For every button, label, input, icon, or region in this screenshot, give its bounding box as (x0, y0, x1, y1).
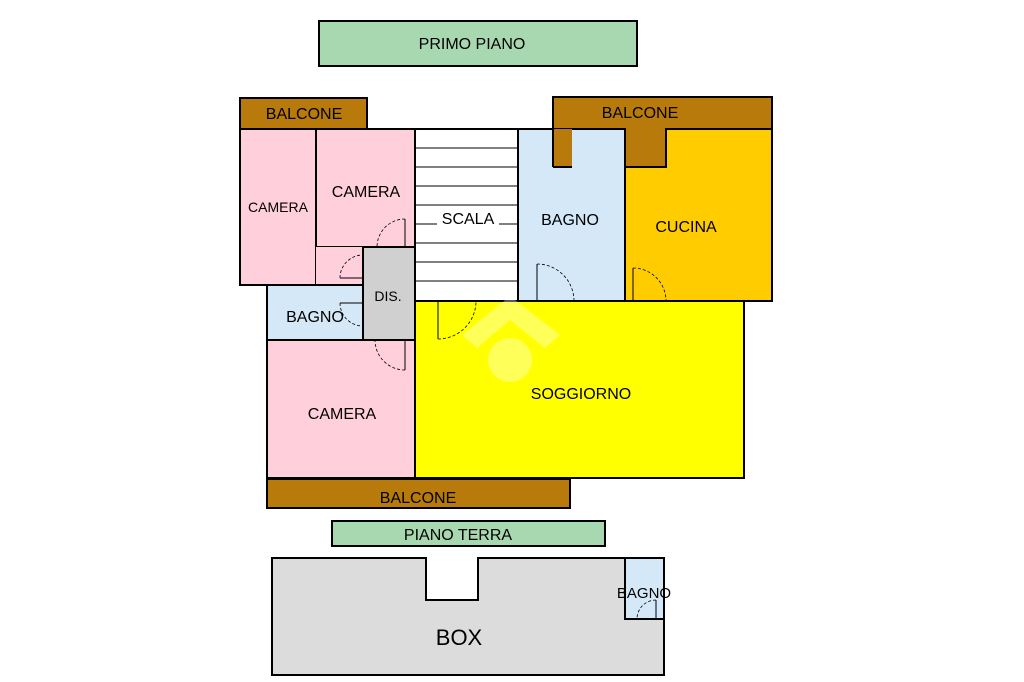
scala (414, 128, 519, 302)
camera-top (315, 128, 416, 248)
camera-left-extension (316, 247, 363, 285)
cucina-label: CUCINA (655, 219, 717, 236)
doors (339, 218, 667, 371)
box-label: BOX (436, 625, 483, 650)
camera-bottom (266, 339, 416, 479)
balcone-top-right-label: BALCONE (602, 105, 678, 122)
bagno-small-label: BAGNO (286, 309, 344, 326)
upper-floor-title: PRIMO PIANO (419, 36, 526, 53)
ground-floor-title: PIANO TERRA (404, 527, 513, 544)
watermark-logo (462, 296, 560, 382)
box (271, 557, 665, 676)
bagno-upper-label: BAGNO (541, 212, 599, 229)
ground-floor-title-bar (331, 520, 606, 547)
upper-floor-title-bar (318, 20, 638, 67)
disimpegno-label: DIS. (374, 288, 401, 304)
bagno-box (624, 557, 665, 620)
bagno-upper-notch (553, 129, 572, 167)
soggiorno-label: SOGGIORNO (531, 386, 631, 403)
camera-left-label: CAMERA (248, 199, 309, 215)
balcone-bottom (266, 478, 571, 509)
bagno-box-label: BAGNO (617, 585, 671, 602)
balcone-top-left-label: BALCONE (266, 106, 342, 123)
camera-left (239, 128, 317, 286)
camera-top-label: CAMERA (332, 184, 401, 201)
scala-label-bg (437, 208, 499, 228)
balcone-bottom-label: BALCONE (380, 490, 456, 507)
scala-label: SCALA (442, 211, 495, 228)
bagno-box-door-arc (636, 599, 657, 620)
camera-bottom-label: CAMERA (308, 406, 377, 423)
soggiorno (414, 300, 745, 479)
